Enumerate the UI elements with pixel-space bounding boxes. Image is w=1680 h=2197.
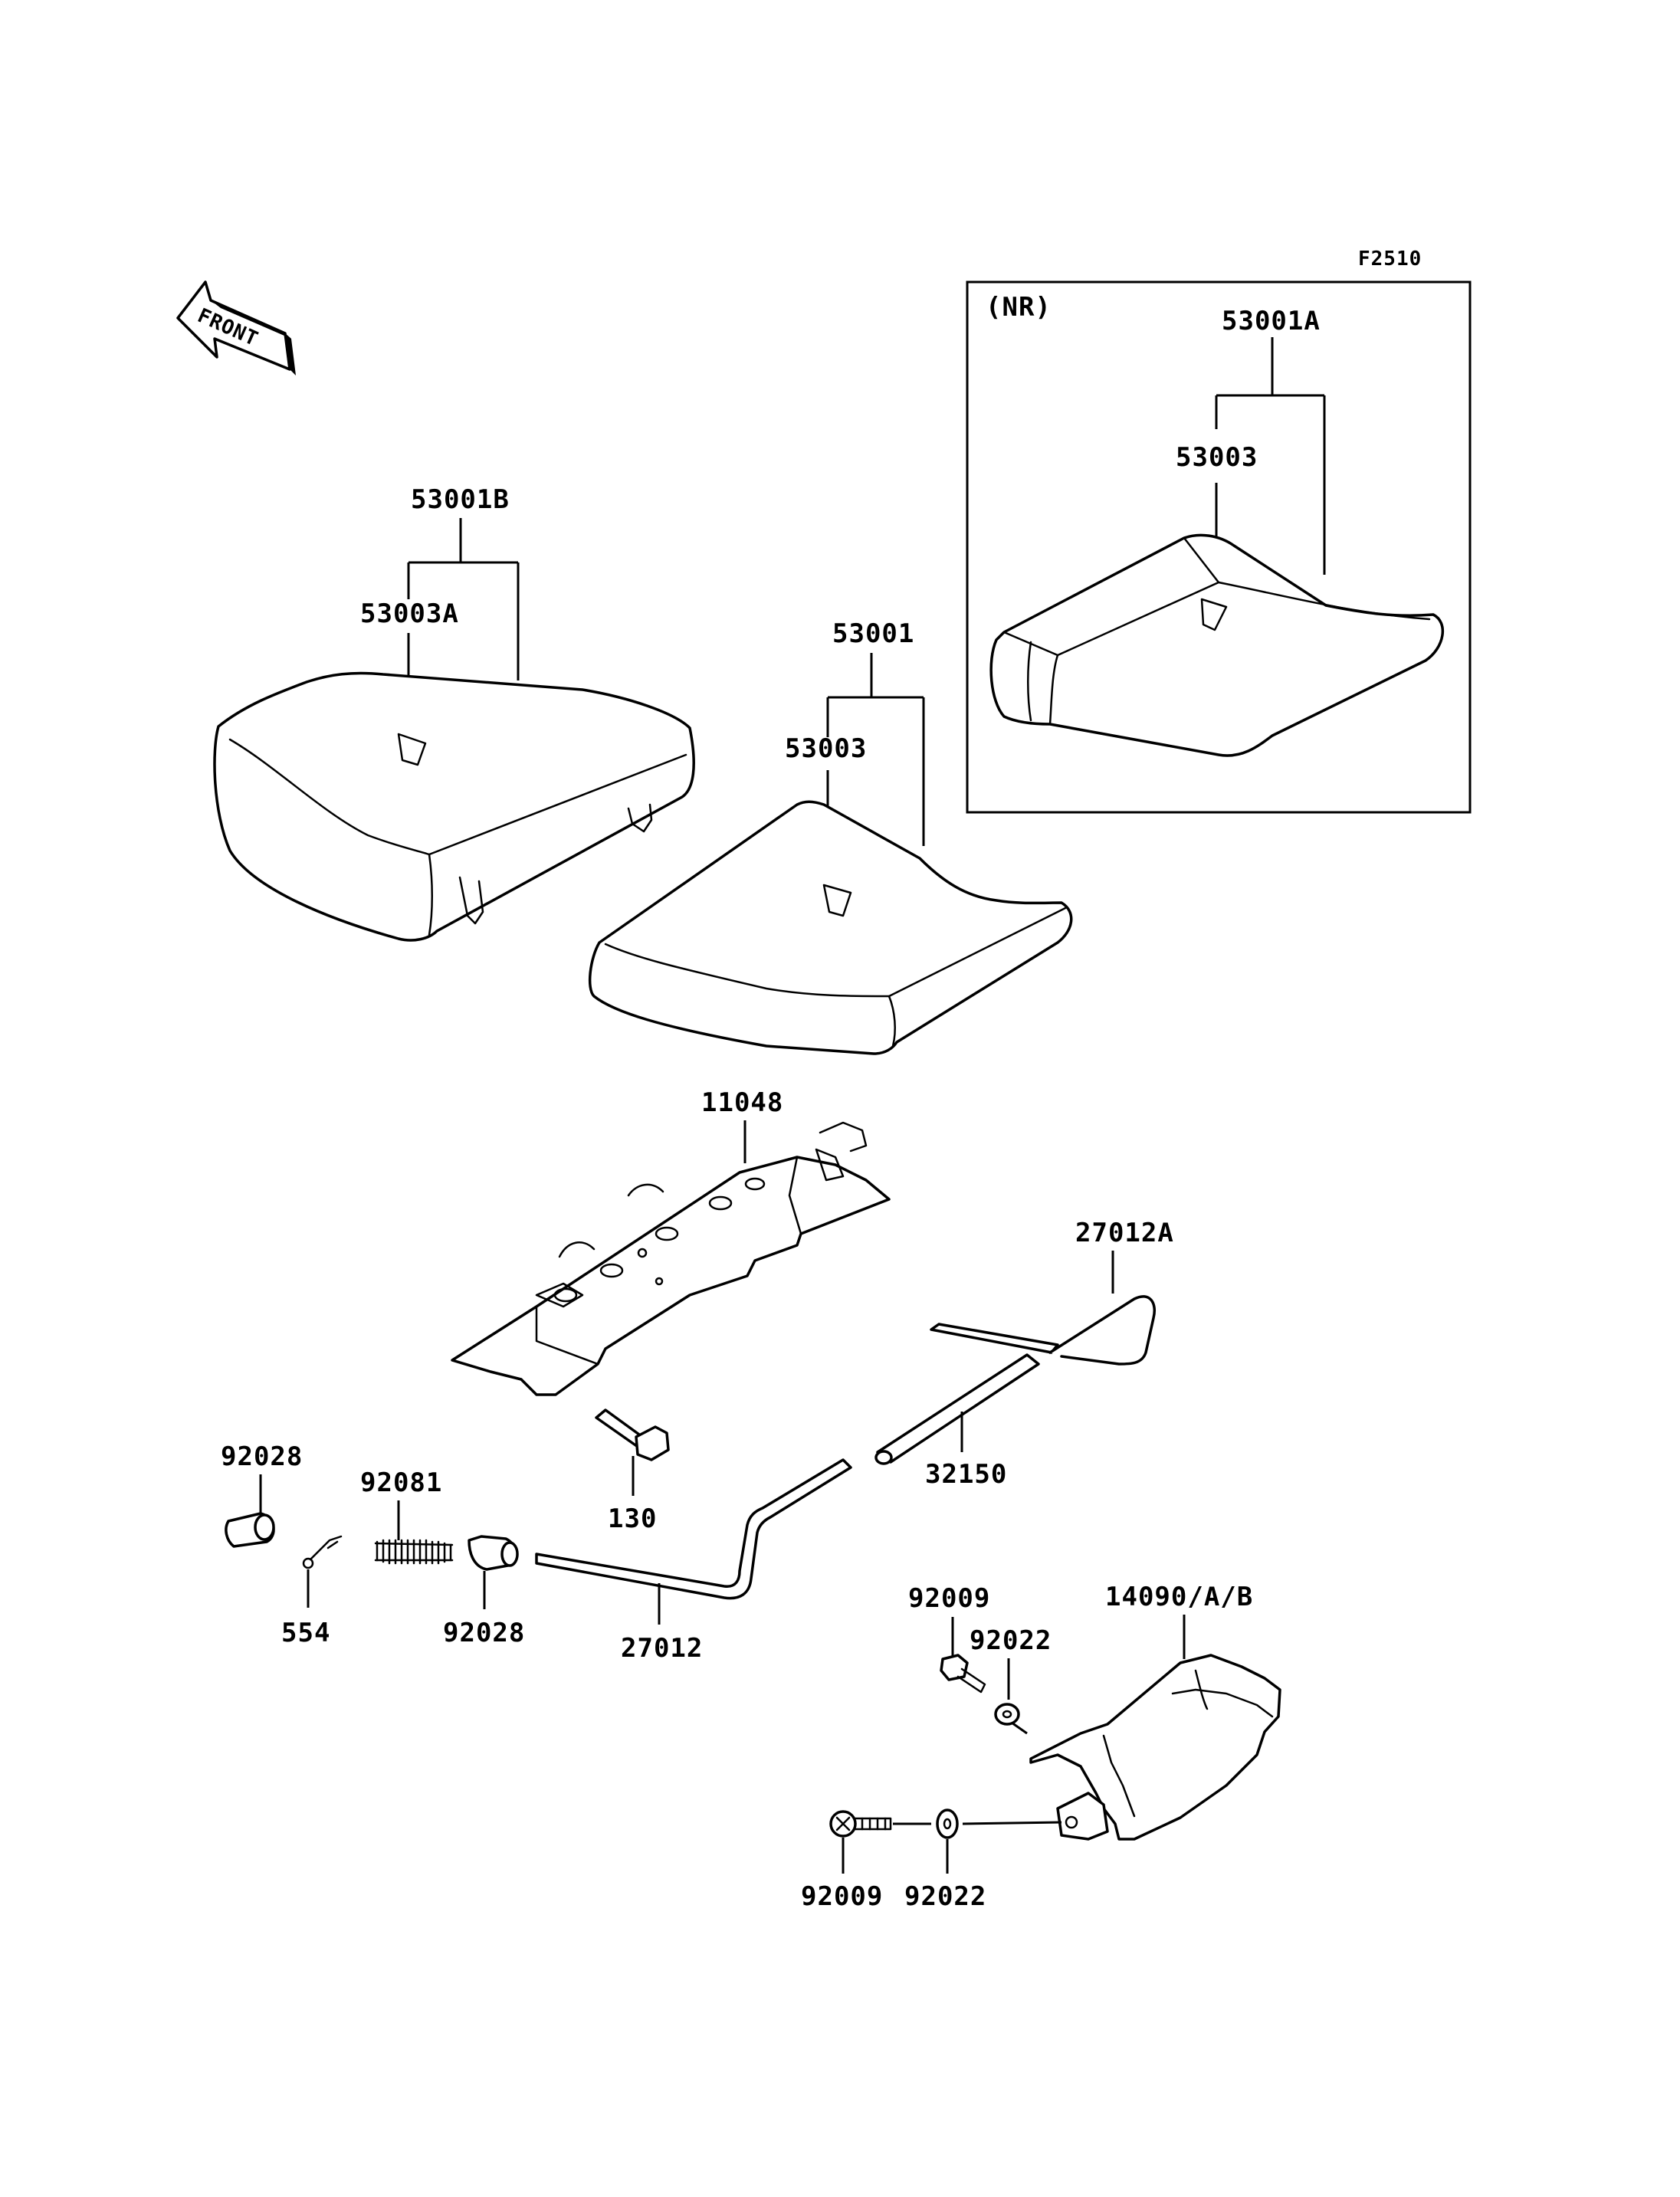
collar-left-label: 92028 [221, 1441, 303, 1472]
pin-label: 554 [281, 1618, 330, 1648]
screw-upper [940, 1654, 986, 1694]
front-seat [213, 671, 695, 942]
inset-assembly-label: 53001A [1222, 306, 1321, 336]
figure-code: F2510 [1358, 248, 1422, 271]
washer-upper [994, 1703, 1028, 1735]
bracket-label: 11048 [701, 1087, 783, 1118]
collar-right-label: 92028 [443, 1618, 525, 1648]
collar-right [468, 1535, 519, 1571]
collar-left [225, 1512, 275, 1548]
inset-cover-label: 53003 [1176, 442, 1258, 473]
spring-label: 92081 [360, 1467, 442, 1498]
seat-front-cover-label: 53003A [360, 598, 459, 629]
washer-upper-label: 92022 [970, 1625, 1052, 1656]
washer-lower [936, 1808, 959, 1839]
cable [535, 1458, 852, 1600]
seat-rear-cover-label: 53003 [785, 733, 867, 764]
pin [302, 1535, 343, 1569]
washer-lower-label: 92022 [904, 1881, 986, 1912]
inset-frame [966, 280, 1472, 814]
cable-label: 27012 [621, 1633, 703, 1664]
screw-lower [829, 1810, 892, 1838]
tube [874, 1353, 1040, 1465]
bolt-label: 130 [608, 1503, 657, 1534]
seat-bracket [451, 1121, 891, 1396]
inset-seat [989, 533, 1445, 757]
cable-a [930, 1295, 1156, 1366]
rear-seat [588, 800, 1073, 1055]
screw-upper-label: 92009 [908, 1583, 990, 1614]
screw-lower-label: 92009 [801, 1881, 883, 1912]
seat-rear-assy-label: 53001 [832, 618, 914, 649]
tube-label: 32150 [925, 1459, 1007, 1490]
spring [374, 1539, 454, 1565]
seat-front-assy-label: 53001B [411, 484, 510, 515]
cable-a-label: 27012A [1075, 1218, 1174, 1248]
cover-plate-label: 14090/A/B [1105, 1582, 1253, 1612]
cover-plate [1029, 1654, 1281, 1841]
bolt [595, 1408, 670, 1461]
front-arrow-icon: FRONT [176, 280, 296, 375]
inset-note: (NR) [986, 292, 1052, 323]
